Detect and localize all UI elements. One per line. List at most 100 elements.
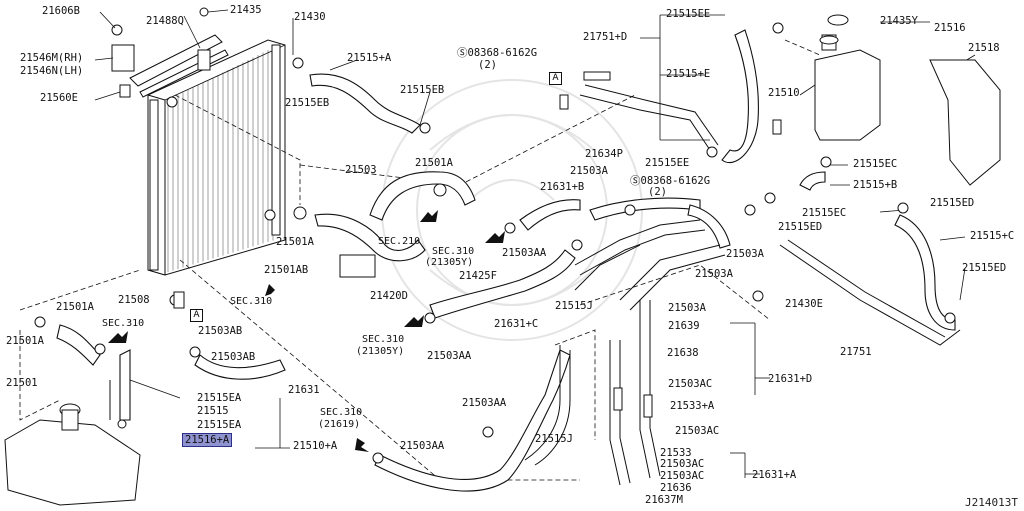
callout-21430E[interactable]: 21430E [785,298,823,310]
callout-21503AA-2[interactable]: 21503AA [427,350,472,362]
section-ref-310-a-sub[interactable]: (21305Y) [425,257,474,268]
direction-arrows [108,210,505,452]
callout-21515EA-2[interactable]: 21515EA [197,419,242,431]
callout-21503A-3[interactable]: 21503A [695,268,733,280]
callout-21515ED-2[interactable]: 21515ED [778,221,823,233]
callout-21636[interactable]: 21636 [660,482,692,494]
callout-21515ED-3[interactable]: 21515ED [962,262,1007,274]
callout-21533[interactable]: 21533 [660,447,692,459]
section-ref-310-b-sub[interactable]: (21305Y) [356,346,405,357]
callout-21501A-1[interactable]: 21501A [415,157,453,169]
callout-21515J-1[interactable]: 21515J [555,300,593,312]
callout-21751D[interactable]: 21751+D [583,31,628,43]
callout-21634P[interactable]: 21634P [585,148,623,160]
radiator [147,39,286,276]
callout-21533A[interactable]: 21533+A [670,400,715,412]
section-ref-210[interactable]: SEC.210 [378,236,421,247]
callout-21638[interactable]: 21638 [667,347,699,359]
callout-21425F[interactable]: 21425F [459,270,497,282]
callout-21631D[interactable]: 21631+D [768,373,813,385]
callout-21510[interactable]: 21510 [768,87,800,99]
section-ref-310-e-sub[interactable]: (21619) [318,419,361,430]
connection-marker-a-top: A [549,72,562,85]
section-ref-310-d[interactable]: SEC.310 [230,296,273,307]
callout-21515B[interactable]: 21515+B [853,179,898,191]
callout-08368-qty-1[interactable]: (2) [478,59,497,71]
pipe-fitting-top [583,71,611,81]
section-ref-310-a[interactable]: SEC.310 [432,246,475,257]
callout-21508[interactable]: 21508 [118,294,150,306]
callout-21515A[interactable]: 21515+A [347,52,392,64]
callout-21631B[interactable]: 21631+B [540,181,585,193]
connection-marker-a-bottom: A [190,309,203,322]
callout-21751[interactable]: 21751 [840,346,872,358]
callout-21488Q[interactable]: 21488Q [146,15,184,27]
callout-21501A-4[interactable]: 21501A [6,335,44,347]
callout-21515E[interactable]: 21515+E [666,68,711,80]
callout-21503AC-3[interactable]: 21503AC [660,458,705,470]
callout-21515EE-bot[interactable]: 21515EE [645,157,690,169]
callout-08368-6162G-1[interactable]: Ⓢ08368-6162G [457,47,538,59]
callout-21515[interactable]: 21515 [197,405,229,417]
bolt-21508 [173,291,185,309]
callout-21515EA-1[interactable]: 21515EA [197,392,242,404]
callout-21516[interactable]: 21516 [934,22,966,34]
callout-21503AB-1[interactable]: 21503AB [198,325,243,337]
callout-21503AA-3[interactable]: 21503AA [462,397,507,409]
diagram-code: J214013T [965,496,1018,509]
callout-21420D[interactable]: 21420D [370,290,408,302]
callout-21515EE-top[interactable]: 21515EE [666,8,711,20]
callout-21515C[interactable]: 21515+C [970,230,1015,242]
callout-08368-6162G-2[interactable]: Ⓢ08368-6162G [630,175,711,187]
callout-21430[interactable]: 21430 [294,11,326,23]
callout-21503AC-2[interactable]: 21503AC [675,425,720,437]
callout-21515EC-1[interactable]: 21515EC [853,158,898,170]
callout-21546M-RH[interactable]: 21546M(RH) [20,52,84,64]
callout-21435[interactable]: 21435 [230,4,262,16]
reservoir-tank-lower [4,403,141,506]
joint-21533 [613,387,623,411]
callout-21503AA-1[interactable]: 21503AA [502,247,547,259]
callout-21631[interactable]: 21631 [288,384,320,396]
mount-bracket [111,44,135,72]
section-ref-310-e[interactable]: SEC.310 [320,407,363,418]
leader-lines [94,9,976,478]
callout-21639[interactable]: 21639 [668,320,700,332]
callout-21435Y[interactable]: 21435Y [880,15,918,27]
callout-21560E[interactable]: 21560E [40,92,78,104]
callout-21503AC-1[interactable]: 21503AC [668,378,713,390]
callout-21515EB-2[interactable]: 21515EB [400,84,445,96]
reservoir-tank [814,14,881,141]
callout-21503[interactable]: 21503 [345,164,377,176]
section-ref-310-b[interactable]: SEC.310 [362,334,405,345]
callout-21501A-2[interactable]: 21501A [276,236,314,248]
callout-21503AA-4[interactable]: 21503AA [400,440,445,452]
callout-21631A[interactable]: 21631+A [752,469,797,481]
callout-21503AC-4[interactable]: 21503AC [660,470,705,482]
callout-21501[interactable]: 21501 [6,377,38,389]
callout-21503AB-2[interactable]: 21503AB [211,351,256,363]
callout-21503A-1[interactable]: 21503A [570,165,608,177]
callout-21637M[interactable]: 21637M [645,494,683,506]
callout-21515J-2[interactable]: 21515J [535,433,573,445]
bolt-08368-b [772,119,782,135]
bracket-21518 [929,59,1001,186]
callout-21510A[interactable]: 21510+A [293,440,338,452]
bracket-21420D [339,254,376,278]
callout-21631C[interactable]: 21631+C [494,318,539,330]
callout-21501A-3[interactable]: 21501A [56,301,94,313]
callout-08368-qty-2[interactable]: (2) [648,186,667,198]
engine-outline [19,39,821,481]
callout-21515EB-1[interactable]: 21515EB [285,97,330,109]
pipes [109,84,961,486]
callout-21515EC-2[interactable]: 21515EC [802,207,847,219]
section-ref-310-c[interactable]: SEC.310 [102,318,145,329]
callout-21546N-LH[interactable]: 21546N(LH) [20,65,84,77]
callout-21503A-4[interactable]: 21503A [668,302,706,314]
callout-21501AB[interactable]: 21501AB [264,264,309,276]
callout-21606B[interactable]: 21606B [42,5,80,17]
callout-21515ED-1[interactable]: 21515ED [930,197,975,209]
callout-21516A-highlighted[interactable]: 21516+A [181,433,233,447]
callout-21518[interactable]: 21518 [968,42,1000,54]
callout-21503A-2[interactable]: 21503A [726,248,764,260]
